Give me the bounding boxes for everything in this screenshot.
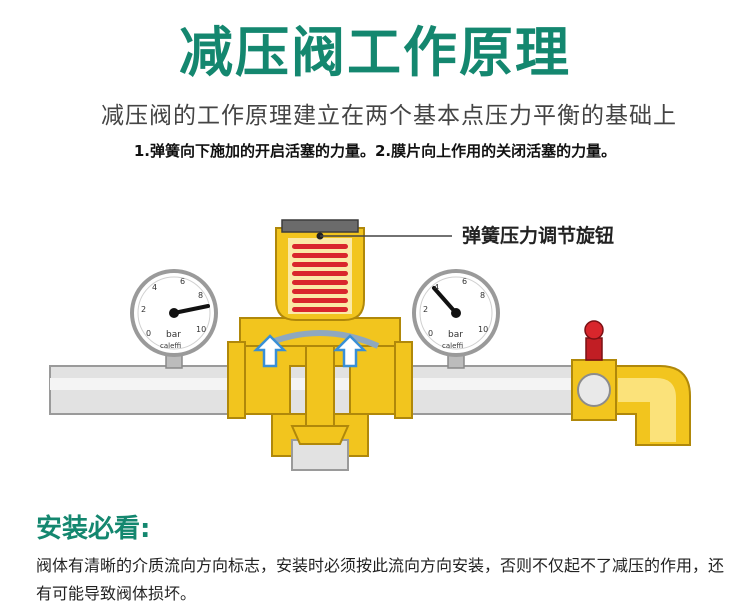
elbow-pipe [609, 365, 691, 446]
page-title: 减压阀工作原理 [179, 21, 571, 84]
adjustment-knob [281, 219, 359, 240]
gauge-right-tick-8: 8 [480, 291, 485, 300]
gauge-left-unit: bar [166, 330, 181, 340]
pressure-gauge-left: 0 2 4 6 8 10 bar caleffi [130, 269, 218, 369]
gauge-left-tick-6: 6 [180, 277, 185, 286]
principle-description: 1.弹簧向下施加的开启活塞的力量。2.膜片向上作用的关闭活塞的力量。 [133, 142, 617, 160]
spring [292, 244, 348, 312]
pressure-gauge-right: 0 2 4 6 8 10 bar caleffi [412, 269, 500, 369]
upward-force-arrows [252, 334, 368, 368]
gauge-left-brand: caleffi [160, 342, 181, 350]
knob-callout-label: 弹簧压力调节旋钮 [462, 224, 614, 247]
gauge-right-tick-10: 10 [478, 325, 488, 334]
ball-valve [571, 320, 617, 421]
pressure-reducing-valve-diagram: 弹簧压力调节旋钮 0 2 4 6 8 10 bar caleffi 0 2 4 … [49, 219, 691, 471]
notice-title: 安装必看: [36, 514, 151, 544]
gauge-right-tick-6: 6 [462, 277, 467, 286]
gauge-left-tick-8: 8 [198, 291, 203, 300]
gauge-right-unit: bar [448, 330, 463, 340]
gauge-left-tick-4: 4 [152, 283, 157, 292]
gauge-right-tick-0: 0 [428, 329, 433, 338]
gauge-left-tick-2: 2 [141, 305, 146, 314]
gauge-right-tick-4: 4 [434, 283, 439, 292]
gauge-left-tick-10: 10 [196, 325, 206, 334]
notice-text: 阀体有清晰的介质流向方向标志，安装时必须按此流向方向安装，否则不仅起不了减压的作… [36, 556, 725, 603]
gauge-left-tick-0: 0 [146, 329, 151, 338]
page-subtitle: 减压阀的工作原理建立在两个基本点压力平衡的基础上 [101, 103, 677, 129]
gauge-right-brand: caleffi [442, 342, 463, 350]
gauge-right-tick-2: 2 [423, 305, 428, 314]
piston-stem [290, 345, 350, 445]
